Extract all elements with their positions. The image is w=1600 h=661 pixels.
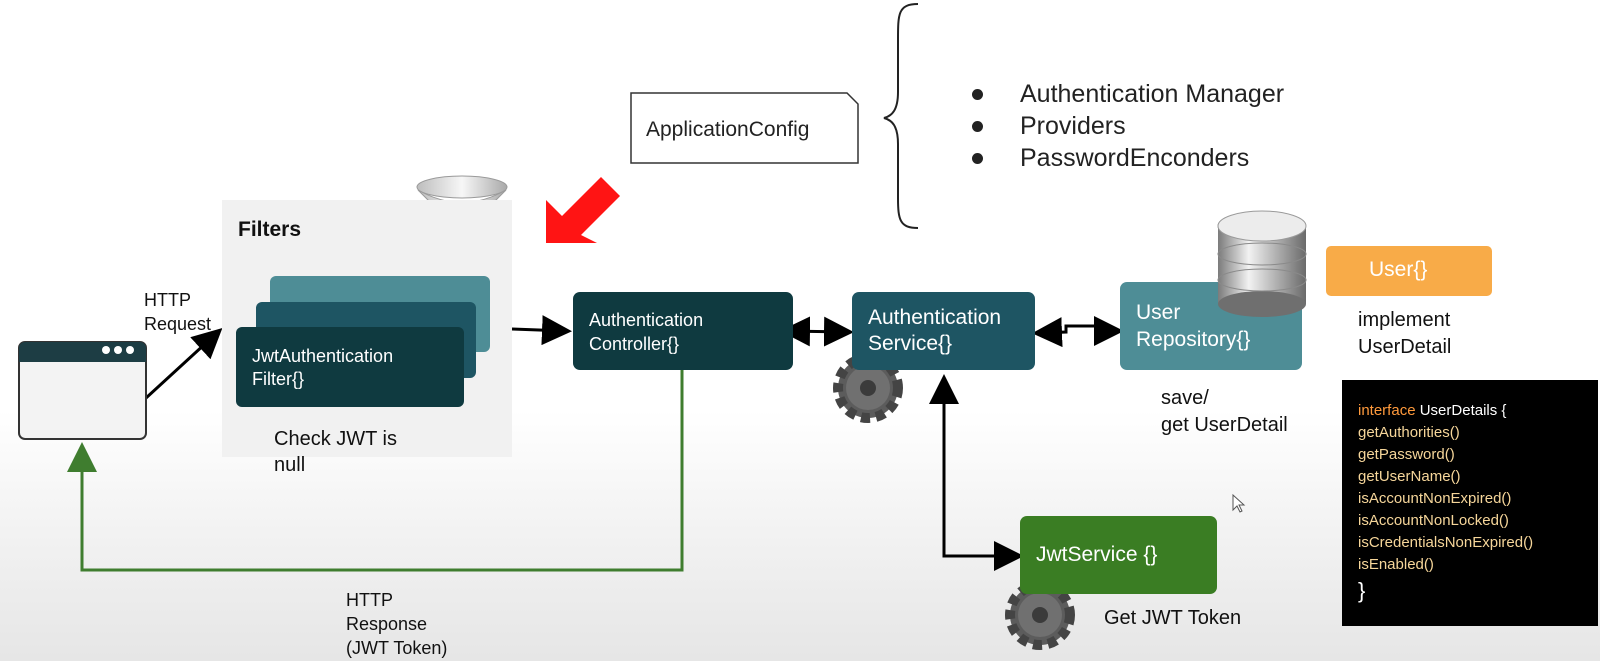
- service-jwt-arrow: [929, 374, 1024, 571]
- browser-window-icon: [18, 341, 147, 440]
- http-request-label: HTTP Request: [144, 290, 212, 334]
- code-method: getAuthorities(): [1358, 424, 1460, 441]
- jwt-filter-box: JwtAuthentication Filter{}: [236, 327, 464, 407]
- jwt-service-label: JwtService {}: [1036, 543, 1158, 566]
- code-method: isAccountNonLocked(): [1358, 512, 1509, 529]
- jwt-service-note: Get JWT Token: [1104, 607, 1242, 629]
- bullet-icon: [972, 120, 983, 132]
- jwt-filter-label: JwtAuthentication Filter{}: [252, 346, 394, 389]
- bullet-icon: [972, 88, 983, 100]
- database-icon-overlay: [1217, 210, 1307, 317]
- filters-panel: Filters JwtAuthentication Filter{} Check…: [222, 200, 512, 476]
- userdetails-code-block: interface UserDetails { getAuthorities()…: [1342, 380, 1598, 626]
- service-repository-arrow: [1032, 316, 1124, 348]
- config-items-list: Authentication Manager Providers Passwor…: [972, 78, 1284, 174]
- cursor-icon: [1232, 493, 1246, 513]
- user-box: User{}: [1326, 246, 1492, 296]
- note-shape: [630, 92, 859, 164]
- config-item: Authentication Manager: [972, 78, 1284, 110]
- user-label: User{}: [1369, 258, 1428, 281]
- repository-note: save/ get UserDetail: [1161, 387, 1288, 436]
- config-item: PasswordEnconders: [972, 142, 1284, 174]
- http-response-line: [67, 370, 684, 572]
- authentication-controller-label: Authentication Controller{}: [589, 310, 704, 354]
- authentication-controller-box: Authentication Controller{}: [573, 292, 793, 370]
- http-request-arrow: [144, 327, 223, 400]
- application-config-box: ApplicationConfig: [630, 92, 859, 164]
- code-method: isEnabled(): [1358, 556, 1434, 573]
- curly-brace: [883, 3, 919, 229]
- check-jwt-note: Check JWT is null: [274, 428, 397, 476]
- code-method: getPassword(): [1358, 446, 1455, 463]
- code-method: getUserName(): [1358, 468, 1461, 485]
- user-repository-label: User Repository{}: [1136, 301, 1251, 351]
- http-response-label: HTTP Response (JWT Token): [346, 590, 448, 658]
- user-note: implement UserDetail: [1358, 309, 1452, 358]
- red-arrow-icon: [546, 177, 620, 243]
- gear-icon-jwt: [1005, 580, 1075, 650]
- authentication-service-box: Authentication Service{}: [852, 292, 1035, 370]
- code-method: isAccountNonExpired(): [1358, 490, 1512, 507]
- application-config-label: ApplicationConfig: [646, 118, 810, 141]
- code-closing-brace: }: [1358, 578, 1366, 603]
- authentication-service-label: Authentication Service{}: [868, 306, 1002, 355]
- code-declaration: interface UserDetails {: [1358, 402, 1507, 419]
- jwt-service-box: JwtService {}: [1020, 516, 1217, 594]
- config-item: Providers: [972, 110, 1284, 142]
- filter-to-controller-arrow: [511, 315, 572, 346]
- filters-title: Filters: [238, 218, 302, 241]
- gear-icon-service: [833, 353, 903, 423]
- bullet-icon: [972, 152, 983, 164]
- controller-service-arrow: [780, 316, 854, 347]
- code-method: isCredentialsNonExpired(): [1358, 534, 1534, 551]
